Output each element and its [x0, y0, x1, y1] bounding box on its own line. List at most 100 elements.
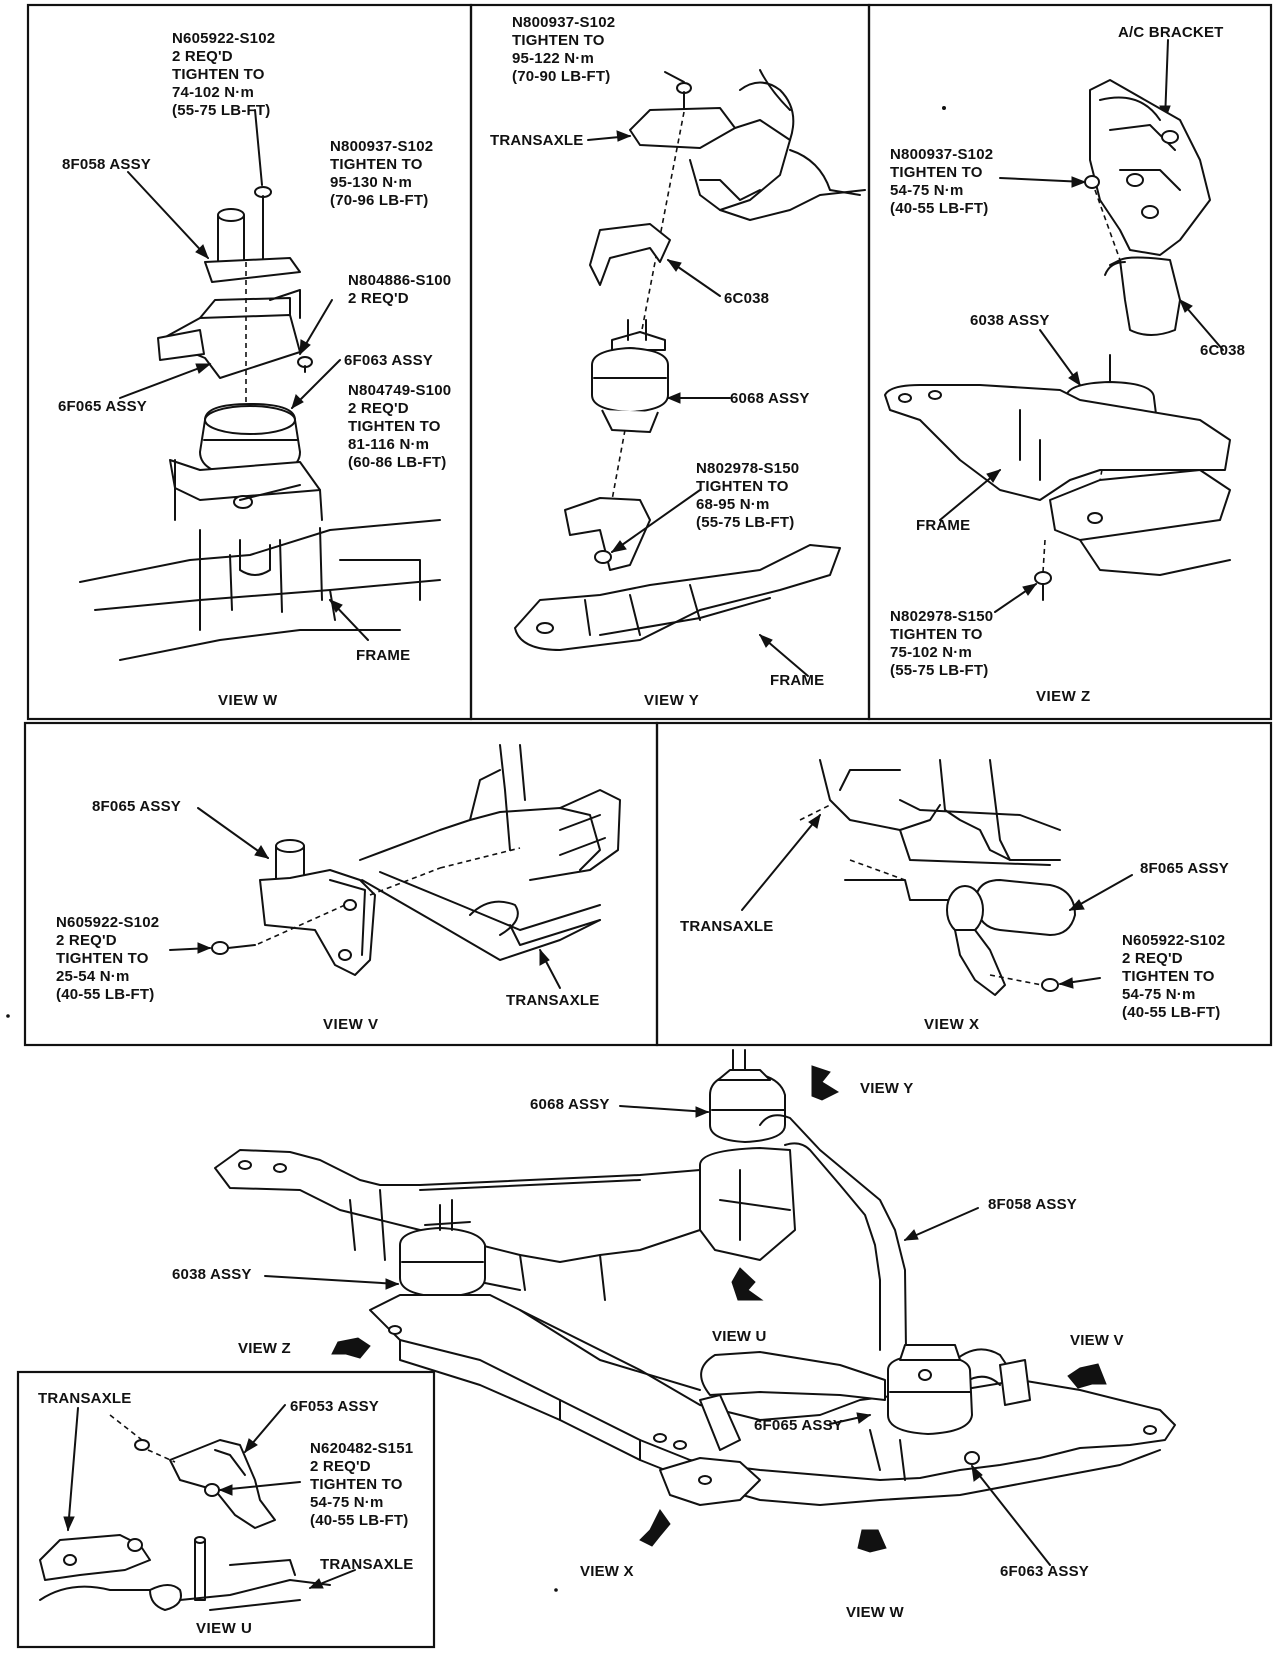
view-w-art — [79, 109, 441, 661]
view-z-caption: VIEW Z — [1036, 688, 1091, 705]
view-u-bolt-label: N620482-S151 2 REQ'D TIGHTEN TO 54-75 N·… — [310, 1440, 413, 1530]
text-line: TIGHTEN TO — [330, 156, 423, 173]
text-line: 2 REQ'D — [56, 932, 117, 949]
text-line: N804749-S100 — [348, 382, 452, 399]
view-z-mount-label: 6038 ASSY — [970, 312, 1050, 329]
view-x-bolt-label: N605922-S102 2 REQ'D TIGHTEN TO 54-75 N·… — [1122, 932, 1225, 1022]
overview-view-u-label: VIEW U — [712, 1328, 767, 1345]
view-w-bolt-top-label: N605922-S102 2 REQ'D TIGHTEN TO 74-102 N… — [172, 30, 275, 120]
view-y-bolt-low-label: N802978-S150 TIGHTEN TO 68-95 N·m (55-75… — [696, 460, 799, 532]
overview-view-z-label: VIEW Z — [238, 1340, 291, 1357]
view-z-art — [884, 39, 1231, 613]
text-line: TIGHTEN TO — [512, 32, 605, 49]
text-line: TIGHTEN TO — [1122, 968, 1215, 985]
text-line: (40-55 LB-FT) — [56, 986, 155, 1003]
view-x-mount-label: 8F065 ASSY — [1140, 860, 1229, 877]
view-y-arrow — [811, 1065, 840, 1101]
view-v-arrow — [1067, 1363, 1107, 1389]
overview-6068-label: 6068 ASSY — [530, 1096, 610, 1113]
overview-6f063-label: 6F063 ASSY — [1000, 1563, 1089, 1580]
view-x-caption: VIEW X — [924, 1016, 980, 1033]
text-line: TIGHTEN TO — [890, 626, 983, 643]
view-y-mount-label: 6068 ASSY — [730, 390, 810, 407]
view-w-arrow — [857, 1529, 887, 1553]
text-line: 74-102 N·m — [172, 84, 255, 101]
text-line: 2 REQ'D — [348, 290, 409, 307]
text-line: TIGHTEN TO — [696, 478, 789, 495]
view-w-bracket-label: 8F058 ASSY — [62, 156, 151, 173]
text-line: 54-75 N·m — [1122, 986, 1196, 1003]
text-line: (55-75 LB-FT) — [696, 514, 795, 531]
text-line: (55-75 LB-FT) — [172, 102, 271, 119]
view-v-bolt-label: N605922-S102 2 REQ'D TIGHTEN TO 25-54 N·… — [56, 914, 159, 1004]
text-line: N800937-S102 — [890, 146, 994, 163]
view-x-transaxle-label: TRANSAXLE — [680, 918, 774, 935]
view-y-transaxle-label: TRANSAXLE — [490, 132, 584, 149]
text-line: N802978-S150 — [890, 608, 994, 625]
text-line: N800937-S102 — [512, 14, 616, 31]
view-y-bolt-top-label: N800937-S102 TIGHTEN TO 95-122 N·m (70-9… — [512, 14, 615, 86]
view-u-art — [39, 1404, 356, 1611]
view-w-caption: VIEW W — [218, 692, 278, 709]
text-line: 81-116 N·m — [348, 436, 430, 453]
text-line: 95-130 N·m — [330, 174, 413, 191]
overview-view-y-label: VIEW Y — [860, 1080, 914, 1097]
overview-view-x-label: VIEW X — [580, 1563, 634, 1580]
overview-6038-label: 6038 ASSY — [172, 1266, 252, 1283]
view-z-bracket-label: 6C038 — [1200, 342, 1246, 359]
text-line: TIGHTEN TO — [310, 1476, 403, 1493]
text-line: (40-55 LB-FT) — [890, 200, 989, 217]
view-u-transaxle-low-label: TRANSAXLE — [320, 1556, 414, 1573]
view-w-mount-065-label: 6F065 ASSY — [58, 398, 147, 415]
view-y-caption: VIEW Y — [644, 692, 700, 709]
text-line: 2 REQ'D — [1122, 950, 1183, 967]
text-line: TIGHTEN TO — [348, 418, 441, 435]
view-z-frame-label: FRAME — [916, 517, 971, 534]
text-line: (60-86 LB-FT) — [348, 454, 447, 471]
view-y-frame-label: FRAME — [770, 672, 825, 689]
panel-view-z-frame — [867, 3, 1273, 721]
view-v-caption: VIEW V — [323, 1016, 379, 1033]
text-line: 68-95 N·m — [696, 496, 770, 513]
view-u-caption: VIEW U — [196, 1620, 253, 1637]
text-line: TIGHTEN TO — [56, 950, 149, 967]
view-w-nut-label: N804886-S100 2 REQ'D — [348, 272, 451, 308]
overview-8f058-label: 8F058 ASSY — [988, 1196, 1077, 1213]
panel-view-u-frame — [16, 1370, 436, 1649]
overview-view-v-label: VIEW V — [1070, 1332, 1124, 1349]
overview-view-w-label: VIEW W — [846, 1604, 904, 1621]
text-line: N804886-S100 — [348, 272, 452, 289]
view-x-art — [741, 759, 1133, 996]
view-z-arrow — [331, 1337, 371, 1359]
text-line: TIGHTEN TO — [172, 66, 265, 83]
text-line: (40-55 LB-FT) — [1122, 1004, 1221, 1021]
view-y-bracket-label: 6C038 — [724, 290, 770, 307]
text-line: 2 REQ'D — [310, 1458, 371, 1475]
view-v-mount-label: 8F065 ASSY — [92, 798, 181, 815]
view-w-bolt-low-label: N804749-S100 2 REQ'D TIGHTEN TO 81-116 N… — [348, 382, 451, 472]
view-w-mount-063-label: 6F063 ASSY — [344, 352, 433, 369]
view-z-ac-bracket-label: A/C BRACKET — [1118, 24, 1224, 41]
text-line: (70-96 LB-FT) — [330, 192, 429, 209]
view-v-transaxle-label: TRANSAXLE — [506, 992, 600, 1009]
text-line: 2 REQ'D — [172, 48, 233, 65]
text-line: 25-54 N·m — [56, 968, 130, 985]
text-line: 2 REQ'D — [348, 400, 409, 417]
text-line: 54-75 N·m — [310, 1494, 384, 1511]
view-w-frame-label: FRAME — [356, 647, 411, 664]
text-line: N605922-S102 — [56, 914, 160, 931]
view-v-art — [169, 744, 621, 989]
overview-6f065-label: 6F065 ASSY — [754, 1417, 843, 1434]
text-line: 75-102 N·m — [890, 644, 973, 661]
text-line: TIGHTEN TO — [890, 164, 983, 181]
panel-view-x-frame — [655, 721, 1273, 1047]
text-line: N800937-S102 — [330, 138, 434, 155]
text-line: (55-75 LB-FT) — [890, 662, 989, 679]
view-u-mount-label: 6F053 ASSY — [290, 1398, 379, 1415]
view-u-transaxle-top-label: TRANSAXLE — [38, 1390, 132, 1407]
text-line: N802978-S150 — [696, 460, 800, 477]
text-line: (40-55 LB-FT) — [310, 1512, 409, 1529]
view-u-arrow — [731, 1267, 764, 1301]
text-line: (70-90 LB-FT) — [512, 68, 611, 85]
